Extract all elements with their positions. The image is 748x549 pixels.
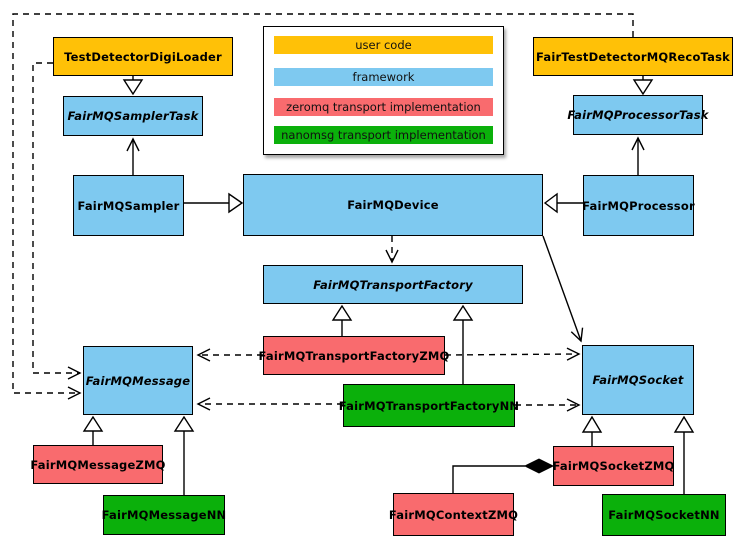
inheritance-arrow-processor-to-device: [543, 192, 583, 214]
legend-label: framework: [352, 70, 415, 84]
legend-item-nanomsg: nanomsg transport implementation: [274, 126, 493, 144]
inheritance-arrow-socketzmq-to-socket: [581, 415, 603, 446]
inheritance-arrow-messagezmq-to-message: [82, 415, 104, 445]
legend-item-framework: framework: [274, 68, 493, 86]
legend-box: user code framework zeromq transport imp…: [263, 26, 504, 155]
class-label: FairMQMessageZMQ: [30, 457, 166, 472]
class-label: FairMQSamplerTask: [67, 109, 199, 123]
inheritance-arrow-digiloader-to-samplertask: [122, 76, 144, 96]
class-box-fairmqmessagezmq: FairMQMessageZMQ: [30, 445, 166, 484]
class-label: FairMQTransportFactoryNN: [338, 398, 520, 413]
legend-label: nanomsg transport implementation: [281, 128, 486, 142]
class-box-fairmqsocket: FairMQSocket: [582, 345, 694, 415]
legend-label: zeromq transport implementation: [286, 100, 481, 114]
inheritance-arrow-recotask-to-processortask: [632, 76, 654, 96]
class-box-fairmqprocessortask: FairMQProcessorTask: [567, 95, 708, 135]
class-label: FairMQDevice: [347, 198, 439, 212]
class-label: FairMQTransportFactory: [313, 277, 473, 292]
legend-item-user-code: user code: [274, 36, 493, 54]
class-label: FairMQProcessorTask: [567, 108, 709, 122]
class-label: FairTestDetectorMQRecoTask: [536, 49, 730, 64]
class-box-fairmqsampler: FairMQSampler: [73, 175, 184, 236]
class-label: FairMQProcessor: [582, 198, 695, 213]
inheritance-arrow-messagenn-to-message: [173, 415, 195, 495]
class-box-fairmqtransportfactoryzmq: FairMQTransportFactoryZMQ: [259, 336, 449, 375]
class-box-fairmqdevice: FairMQDevice: [243, 174, 543, 236]
class-box-fairmqsocketnn: FairMQSocketNN: [602, 494, 726, 536]
class-box-fairtestdetectormqrecotask: FairTestDetectorMQRecoTask: [533, 37, 733, 76]
inheritance-arrow-factorynn-to-factory: [452, 304, 474, 384]
legend-item-zeromq: zeromq transport implementation: [274, 98, 493, 116]
class-label: FairMQSocketNN: [608, 508, 720, 522]
class-box-fairmqsamplertask: FairMQSamplerTask: [63, 96, 203, 136]
class-label: FairMQMessageNN: [101, 508, 227, 522]
class-box-fairmqsocketzmq: FairMQSocketZMQ: [553, 446, 674, 486]
class-box-fairmqtransportfactory: FairMQTransportFactory: [263, 265, 523, 304]
inheritance-arrow-factoryzmq-to-factory: [331, 304, 353, 336]
class-label: FairMQSocketZMQ: [552, 459, 675, 473]
class-label: FairMQContextZMQ: [388, 507, 519, 522]
class-box-fairmqprocessor: FairMQProcessor: [582, 175, 695, 236]
class-label: TestDetectorDigiLoader: [64, 49, 222, 64]
class-label: FairMQSampler: [77, 198, 180, 213]
inheritance-arrow-socketnn-to-socket: [673, 415, 695, 494]
dependency-arrow-factoryzmq-to-socket: [444, 347, 581, 361]
class-box-testdetectordigiloader: TestDetectorDigiLoader: [53, 37, 233, 76]
class-label: FairMQTransportFactoryZMQ: [258, 348, 450, 363]
class-box-fairmqmessage: FairMQMessage: [83, 346, 193, 415]
class-box-fairmqtransportfactorynn: FairMQTransportFactoryNN: [339, 384, 519, 427]
class-label: FairMQSocket: [592, 373, 684, 387]
legend-label: user code: [355, 38, 412, 52]
class-label: FairMQMessage: [85, 373, 191, 388]
class-box-fairmqmessagenn: FairMQMessageNN: [101, 495, 227, 535]
inheritance-arrow-sampler-to-device: [184, 192, 244, 214]
class-box-fairmqcontextzmq: FairMQContextZMQ: [389, 493, 518, 536]
composition-connector-socketzmq-contextzmq: [452, 458, 555, 493]
association-arrow-device-to-socket: [542, 235, 584, 343]
